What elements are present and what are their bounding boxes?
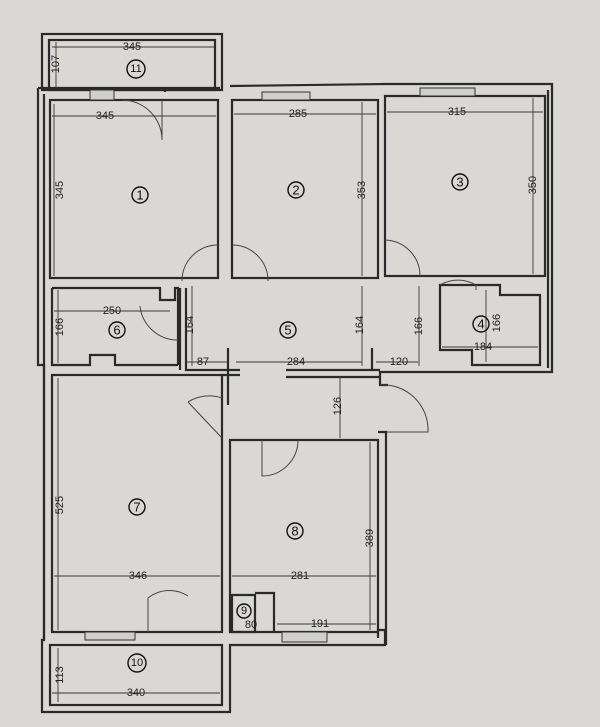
- room-4: [438, 283, 542, 367]
- dim-label: 284: [287, 356, 305, 368]
- dim-label: 281: [291, 570, 309, 582]
- room-7: [50, 373, 224, 634]
- room-number-3: 3: [451, 173, 469, 191]
- dim-label: 87: [197, 356, 209, 368]
- dim-label: 345: [96, 110, 114, 122]
- dim-label: 164: [184, 316, 196, 334]
- window: [261, 91, 311, 101]
- svg-text:8: 8: [291, 524, 298, 539]
- dim-label: 191: [311, 618, 329, 630]
- balcony-11-inner: [47, 38, 217, 92]
- svg-text:5: 5: [284, 323, 291, 338]
- room-number-5: 5: [279, 321, 297, 339]
- svg-text:9: 9: [241, 605, 247, 617]
- svg-text:11: 11: [130, 63, 141, 75]
- balcony-10: [48, 643, 224, 707]
- dim-label: 340: [127, 687, 145, 699]
- door-room-4: [439, 279, 477, 290]
- dim-label: 166: [491, 314, 503, 332]
- dim-label: 113: [54, 666, 66, 684]
- dim-label: 353: [356, 181, 368, 199]
- dim-label: 166: [54, 318, 66, 336]
- dim-label: 80: [245, 619, 257, 631]
- door-room-1: [121, 99, 163, 141]
- dim-label: 346: [129, 570, 147, 582]
- dimension-lines: [52, 42, 543, 702]
- entry-door: [379, 384, 429, 433]
- room-3: [383, 94, 547, 278]
- door-room-2-hall: [231, 244, 269, 282]
- window: [419, 87, 476, 97]
- svg-text:10: 10: [131, 657, 143, 669]
- room-number-4: 4: [472, 315, 490, 333]
- dim-label: 345: [123, 41, 141, 53]
- room-1: [48, 98, 220, 280]
- window: [84, 631, 136, 641]
- dim-label: 285: [289, 108, 307, 120]
- door-room-1-hall: [181, 244, 219, 282]
- exterior-wall: [36, 82, 554, 714]
- dim-label: 184: [474, 341, 492, 353]
- door-room-8: [261, 439, 299, 477]
- room-number-2: 2: [287, 181, 305, 199]
- room-number-6: 6: [108, 321, 126, 339]
- dim-label: 107: [50, 55, 62, 73]
- door-room-7-balcony: [147, 589, 189, 632]
- room-number-8: 8: [286, 522, 304, 540]
- door-room-6: [139, 305, 179, 341]
- room-number-9: 9: [236, 603, 252, 619]
- dim-label: 350: [527, 176, 539, 194]
- dim-label: 315: [448, 106, 466, 118]
- dim-label: 525: [54, 496, 66, 514]
- dim-label: 345: [54, 181, 66, 199]
- svg-text:1: 1: [136, 188, 143, 203]
- window: [281, 631, 328, 643]
- dim-label: 120: [390, 356, 408, 368]
- room-8-outer: [378, 430, 388, 645]
- svg-text:6: 6: [113, 323, 120, 338]
- room-number-7: 7: [128, 498, 146, 516]
- exterior-wall-inner: [42, 90, 550, 640]
- svg-text:3: 3: [456, 175, 463, 190]
- dim-label: 166: [413, 317, 425, 335]
- door-room-7: [187, 395, 223, 439]
- dim-label: 250: [103, 305, 121, 317]
- window: [89, 89, 115, 101]
- dim-label: 164: [354, 316, 366, 334]
- svg-text:2: 2: [292, 183, 299, 198]
- dim-label: 389: [364, 529, 376, 547]
- dim-label: 126: [332, 397, 344, 415]
- room-6: [50, 286, 180, 367]
- svg-text:7: 7: [133, 500, 140, 515]
- room-number-10: 10: [127, 653, 147, 673]
- room-number-11: 11: [126, 59, 146, 79]
- room-number-1: 1: [131, 186, 149, 204]
- room-9: [230, 591, 276, 634]
- hall-walls: [178, 288, 380, 405]
- room-8: [228, 438, 380, 634]
- svg-text:4: 4: [477, 317, 484, 332]
- door-room-3-hall: [384, 239, 421, 277]
